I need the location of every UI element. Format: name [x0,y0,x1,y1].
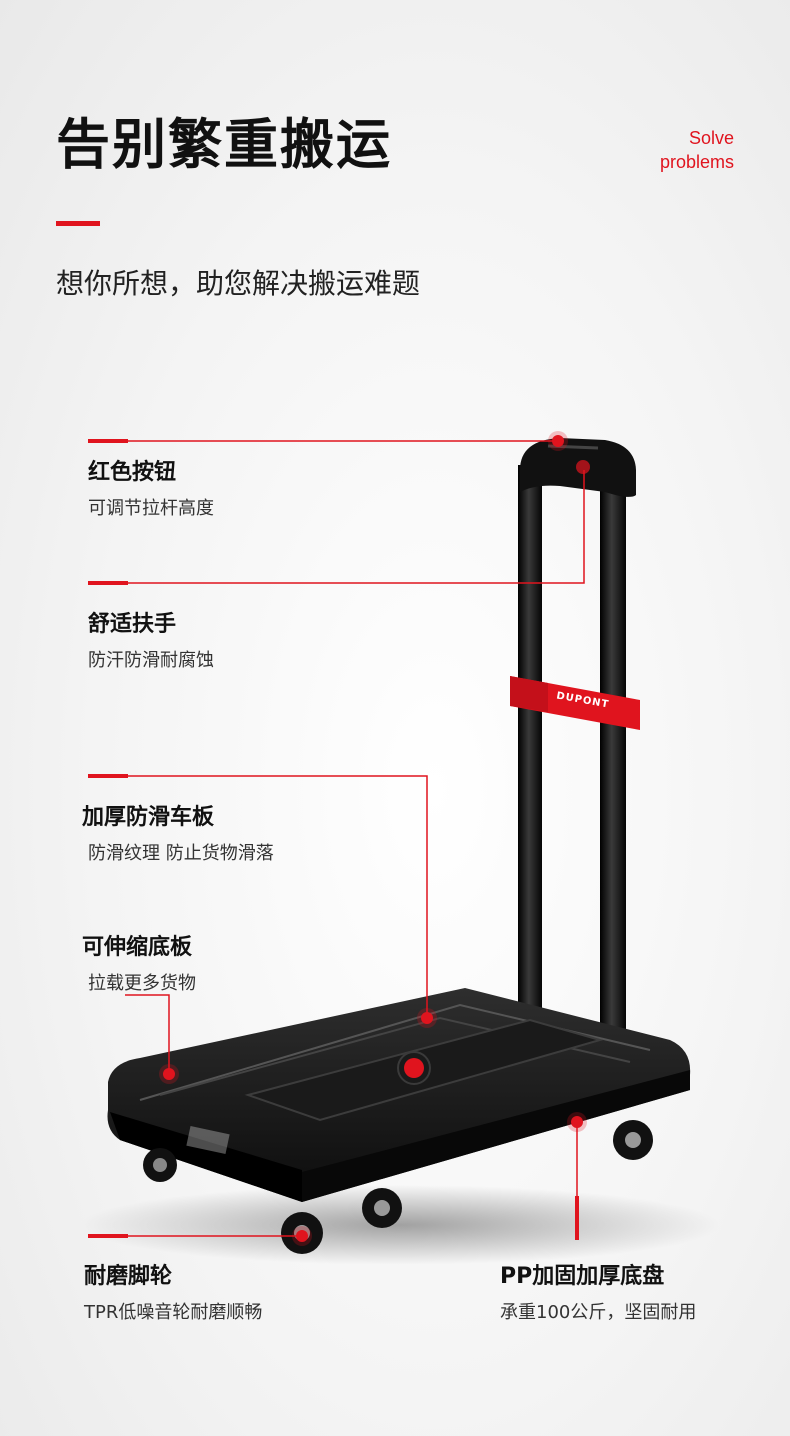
feature-title: 可伸缩底板 [82,935,193,960]
feature-desc: 可调节拉杆高度 [88,498,214,519]
page-title: 告别繁重搬运 [56,113,392,176]
feature-extendable-board: 可伸缩底板 拉载更多货物 [82,929,196,995]
page-subtitle: 想你所想，助您解决搬运难题 [56,267,421,300]
feature-desc: TPR低噪音轮耐磨顺畅 [84,1302,263,1323]
left-pole [518,465,542,1010]
marker-line-5 [88,1234,128,1238]
feature-desc: 拉载更多货物 [88,973,196,994]
feature-title: 耐磨脚轮 [84,1264,173,1289]
feature-title: 舒适扶手 [88,612,177,637]
feature-title: 红色按钮 [88,460,177,485]
feature-title: PP加固加厚底盘 [500,1264,665,1289]
callout-dot-wheel [296,1230,308,1242]
feature-desc: 防滑纹理 防止货物滑落 [88,843,274,864]
feature-wheels: 耐磨脚轮 TPR低噪音轮耐磨顺畅 [84,1258,262,1324]
tagline-line-1: Solve [688,128,734,148]
callout-dot-chassis [571,1116,583,1128]
feature-handle: 舒适扶手 防汗防滑耐腐蚀 [88,606,214,672]
feature-chassis: PP加固加厚底盘 承重100公斤，坚固耐用 [500,1258,696,1324]
marker-line-6 [575,1196,579,1240]
feature-red-button: 红色按钮 可调节拉杆高度 [88,454,214,520]
callout-dot-red-button [552,435,564,447]
marker-line-2 [88,581,128,585]
wheels [143,1120,653,1254]
right-pole [600,490,626,1030]
callout-lines [125,440,585,1238]
callout-dot-extendable-board [163,1068,175,1080]
feature-title: 加厚防滑车板 [82,805,215,830]
tagline: Solve problems [614,126,734,174]
tagline-line-2: problems [659,152,734,172]
title-underline [56,221,100,226]
marker-line-3 [88,774,128,778]
feature-deck: 加厚防滑车板 防滑纹理 防止货物滑落 [82,799,274,865]
marker-line-1 [88,439,128,443]
feature-desc: 防汗防滑耐腐蚀 [88,650,214,671]
feature-desc: 承重100公斤，坚固耐用 [500,1302,697,1323]
platform-center-button [404,1058,424,1078]
callout-dot-deck [421,1012,433,1024]
